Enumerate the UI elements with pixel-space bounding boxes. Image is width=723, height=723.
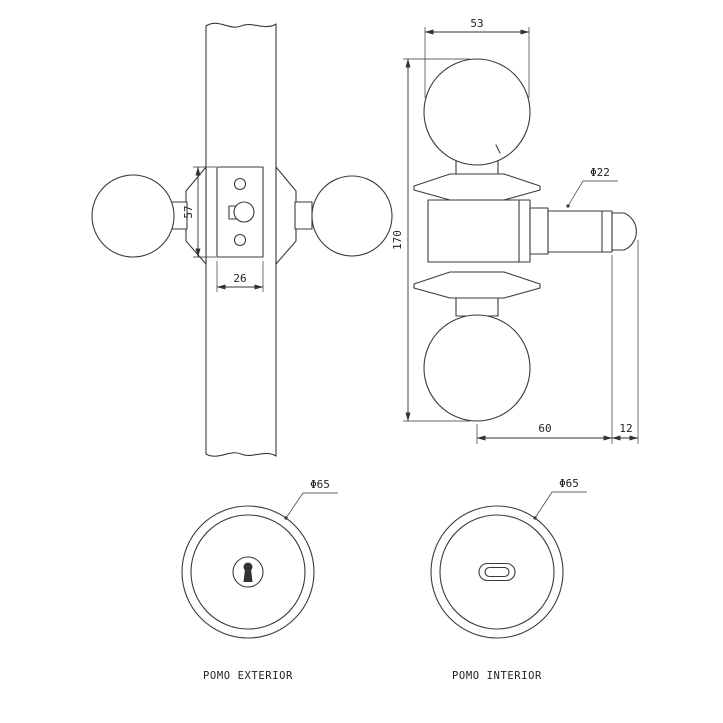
dim-57-label: 57 — [182, 205, 195, 218]
interior-rose-view: Φ65 POMO INTERIOR — [430, 477, 587, 682]
dim-26-label: 26 — [233, 272, 246, 285]
exterior-caption: POMO EXTERIOR — [203, 670, 293, 682]
latch-screw-hole-top — [233, 177, 247, 191]
dim-170-label: 170 — [391, 230, 404, 250]
dim-53-label: 53 — [470, 17, 483, 30]
door-break-bottom — [205, 452, 277, 457]
interior-rose-side — [275, 166, 297, 265]
side-section-view: 57 26 — [91, 22, 393, 457]
spindle-collar — [529, 207, 549, 255]
keyhole-slot — [243, 569, 253, 582]
dim-60-label: 60 — [538, 422, 551, 435]
exterior-dia-label: Φ65 — [310, 478, 330, 491]
top-knob-keyway-mark — [495, 144, 501, 154]
dia-22-leader — [566, 180, 618, 208]
dia-22-label: Φ22 — [590, 166, 610, 179]
interior-knob-ball-side — [311, 175, 393, 257]
lower-rose-flange — [413, 271, 541, 299]
exterior-rose-view: Φ65 POMO EXTERIOR — [181, 478, 338, 682]
upper-rose-flange — [413, 173, 541, 201]
exterior-knob-ball-side — [91, 174, 175, 258]
interior-caption: POMO INTERIOR — [452, 670, 542, 682]
dim-12-label: 12 — [619, 422, 632, 435]
latch-cam — [233, 201, 255, 223]
thumbturn-inner — [484, 566, 510, 578]
interior-dia-label: Φ65 — [559, 477, 579, 490]
latch-screw-hole-bottom — [233, 233, 247, 247]
latch-bolt — [611, 212, 637, 251]
exterior-dia-leader — [284, 492, 338, 520]
bottom-knob-ball — [423, 314, 531, 422]
door-break-top — [205, 22, 277, 28]
latch-case — [547, 210, 613, 253]
front-view: 53 Φ22 170 60 12 — [391, 17, 639, 444]
interior-knob-neck — [294, 201, 313, 230]
bottom-knob-neck — [455, 297, 499, 317]
chassis-body — [427, 199, 531, 263]
interior-dia-leader — [533, 491, 587, 520]
top-knob-ball — [423, 58, 531, 166]
